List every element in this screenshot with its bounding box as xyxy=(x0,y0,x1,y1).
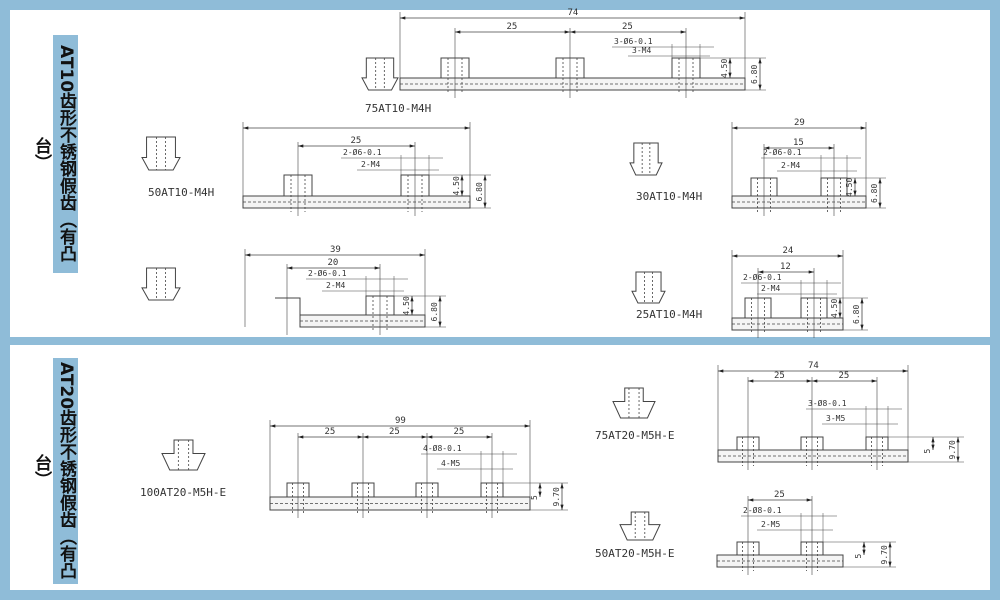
total-height-dim: 9.70 xyxy=(880,545,889,564)
pitch-dim: 25 xyxy=(622,22,633,32)
thread-callout: 2-M4 xyxy=(761,284,780,293)
part-drawing: 75AT20-M5H-E 74 25 25 3-Ø8-0.1 3-M5 5 9.70 xyxy=(595,361,964,470)
overall-length-dim: 74 xyxy=(568,8,579,18)
side-view xyxy=(619,511,661,541)
side-view xyxy=(161,439,206,471)
pitch-dim: 15 xyxy=(793,138,804,148)
side-view xyxy=(629,142,663,176)
part-number-label: 75AT10-M4H xyxy=(365,102,431,115)
pitch-dim: 12 xyxy=(780,262,791,272)
part-number-label: 75AT20-M5H-E xyxy=(595,429,674,442)
overall-length-dim: 24 xyxy=(783,246,794,256)
part-drawing: 50AT10-M4H 252-Ø6-0.1 2-M4 4.50 6.80 xyxy=(141,122,491,216)
total-height-dim: 6.80 xyxy=(852,305,861,324)
total-height-dim: 6.80 xyxy=(750,65,759,84)
overall-length-dim: 29 xyxy=(794,118,805,128)
side-view xyxy=(361,57,399,91)
overall-length-dim: 74 xyxy=(808,361,819,371)
at10-panel xyxy=(10,10,990,337)
part-drawing: 39 202-Ø6-0.1 2-M4 4.50 6.80 xyxy=(141,245,446,335)
boss-height-dim: 5 xyxy=(530,495,539,500)
side-view xyxy=(631,271,666,304)
hole-callout: 2-Ø6-0.1 xyxy=(343,147,382,157)
at20-panel xyxy=(10,345,990,590)
thread-callout: 4-M5 xyxy=(441,459,460,468)
side-view xyxy=(141,267,181,301)
part-number-label: 30AT10-M4H xyxy=(636,190,702,203)
part-number-label: 100AT20-M5H-E xyxy=(140,486,226,499)
part-number-label: 50AT20-M5H-E xyxy=(595,547,674,560)
boss-height-dim: 4.50 xyxy=(845,178,854,197)
thread-callout: 3-M4 xyxy=(632,46,651,55)
total-height-dim: 9.70 xyxy=(552,487,561,506)
thread-callout: 2-M4 xyxy=(361,160,380,169)
pitch-dim: 25 xyxy=(839,371,850,381)
hole-callout: 4-Ø8-0.1 xyxy=(423,443,462,453)
rail-body xyxy=(717,449,909,463)
side-view xyxy=(612,387,656,419)
at20-section-title: AT20齿形不锈钢假齿（有凸台） xyxy=(31,358,78,584)
thread-callout: 2-M4 xyxy=(781,161,800,170)
part-drawing: 50AT20-M5H-E 25 2-Ø8-0.1 2-M5 5 9.70 xyxy=(595,490,896,575)
pitch-dim: 25 xyxy=(507,22,518,32)
pitch-dim: 25 xyxy=(774,371,785,381)
rail-body xyxy=(716,554,844,568)
boss-height-dim: 4.50 xyxy=(830,299,839,318)
hole-callout: 2-Ø6-0.1 xyxy=(763,147,802,157)
pitch-dim: 25 xyxy=(351,136,362,146)
overall-length-dim: 39 xyxy=(330,245,341,255)
overall-length-dim: 99 xyxy=(395,416,406,426)
rail-body xyxy=(731,195,867,209)
boss-height-dim: 4.50 xyxy=(452,176,461,195)
hole-callout: 2-Ø6-0.1 xyxy=(743,272,782,282)
at10-section-title: AT10齿形不锈钢假齿（有凸台） xyxy=(31,35,78,273)
thread-callout: 2-M5 xyxy=(761,520,780,529)
total-height-dim: 9.70 xyxy=(948,440,957,459)
pitch-dim: 25 xyxy=(389,427,400,437)
rail-body xyxy=(731,317,844,331)
part-drawing: 75AT10-M4H 74 25 25 3-Ø6-0.13-M4 4.50 6.80 xyxy=(361,8,766,115)
hole-callout: 2-Ø6-0.1 xyxy=(308,268,347,278)
part-drawing: 30AT10-M4H 29 152-Ø6-0.1 2-M4 4.50 6.80 xyxy=(629,118,886,216)
part-drawing: 25AT10-M4H 24 122-Ø6-0.1 2-M4 4.50 6.80 xyxy=(631,246,868,338)
hole-callout: 3-Ø6-0.1 xyxy=(614,36,653,46)
rail-body xyxy=(269,496,531,511)
part-number-label: 50AT10-M4H xyxy=(148,186,214,199)
hole-callout: 2-Ø8-0.1 xyxy=(743,505,782,515)
part-number-label: 25AT10-M4H xyxy=(636,308,702,321)
thread-callout: 3-M5 xyxy=(826,414,845,423)
boss-height-dim: 4.50 xyxy=(402,296,411,315)
pitch-dim: 25 xyxy=(774,490,785,500)
boss-height-dim: 5 xyxy=(854,554,863,559)
rail-body xyxy=(275,297,426,328)
rail-body xyxy=(242,195,471,209)
total-height-dim: 6.80 xyxy=(475,182,484,201)
boss-height-dim: 5 xyxy=(923,449,932,454)
hole-callout: 3-Ø8-0.1 xyxy=(808,398,847,408)
pitch-dim: 25 xyxy=(454,427,465,437)
side-view xyxy=(141,136,181,171)
pitch-dim: 20 xyxy=(328,258,339,268)
total-height-dim: 6.80 xyxy=(870,184,879,203)
total-height-dim: 6.80 xyxy=(430,302,439,321)
boss-height-dim: 4.50 xyxy=(720,59,729,78)
thread-callout: 2-M4 xyxy=(326,281,345,290)
pitch-dim: 25 xyxy=(325,427,336,437)
